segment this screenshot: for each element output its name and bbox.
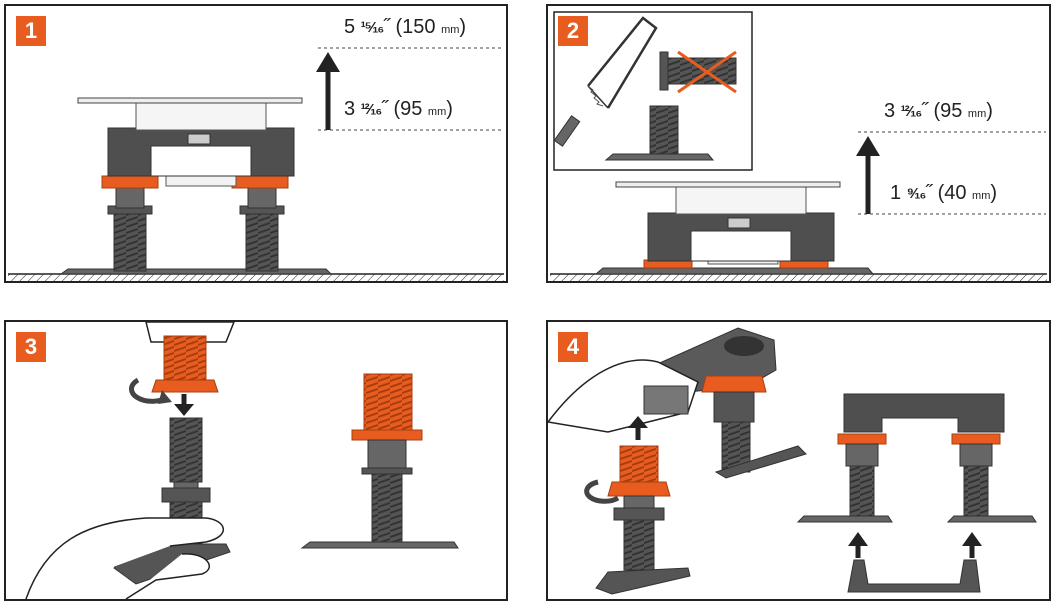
pedestal-right-nut xyxy=(231,175,289,189)
support-stand xyxy=(847,559,981,593)
hacksaw-icon xyxy=(553,16,658,147)
step-4-panel: 4 xyxy=(546,320,1051,601)
rotate-arrow-icon xyxy=(129,377,168,404)
step-3-badge: 3 xyxy=(16,332,46,362)
orange-threaded-nut xyxy=(163,335,207,385)
step-2-panel: 2 xyxy=(546,4,1051,283)
step-1-badge: 1 xyxy=(16,16,46,46)
step-3-illustration xyxy=(25,322,459,599)
base-plate xyxy=(59,268,333,275)
step-4-illustration xyxy=(548,327,1037,595)
drain-grate xyxy=(77,97,303,104)
step-1-height-max: 5 ¹⁵⁄₁₆˝ (150 mm) xyxy=(342,16,469,39)
step-1-panel: 1 xyxy=(4,4,508,283)
drain-top xyxy=(135,101,267,131)
pedestal-right-thread xyxy=(245,210,279,272)
step-1-height-min: 3 ¹²⁄₁₆˝ (95 mm) xyxy=(342,98,455,121)
step-2-badge: 2 xyxy=(558,16,588,46)
cut-thread-piece xyxy=(665,57,737,85)
step-2-illustration xyxy=(550,11,1047,281)
step-3-panel: 3 xyxy=(4,320,508,601)
step-1-illustration xyxy=(8,47,504,281)
assembled-orange-nut xyxy=(351,429,423,441)
mounting-frame xyxy=(843,393,1005,433)
pedestal-left-thread xyxy=(113,210,147,272)
step-2-height-max: 3 ¹²⁄₁₆˝ (95 mm) xyxy=(882,100,995,123)
step-2-height-min: 1 ⁹⁄₁₆˝ (40 mm) xyxy=(888,182,1000,205)
rotate-arrow-icon xyxy=(584,479,620,504)
ground-hatch xyxy=(8,274,504,281)
pedestal-left-nut xyxy=(101,175,159,189)
step-4-badge: 4 xyxy=(558,332,588,362)
